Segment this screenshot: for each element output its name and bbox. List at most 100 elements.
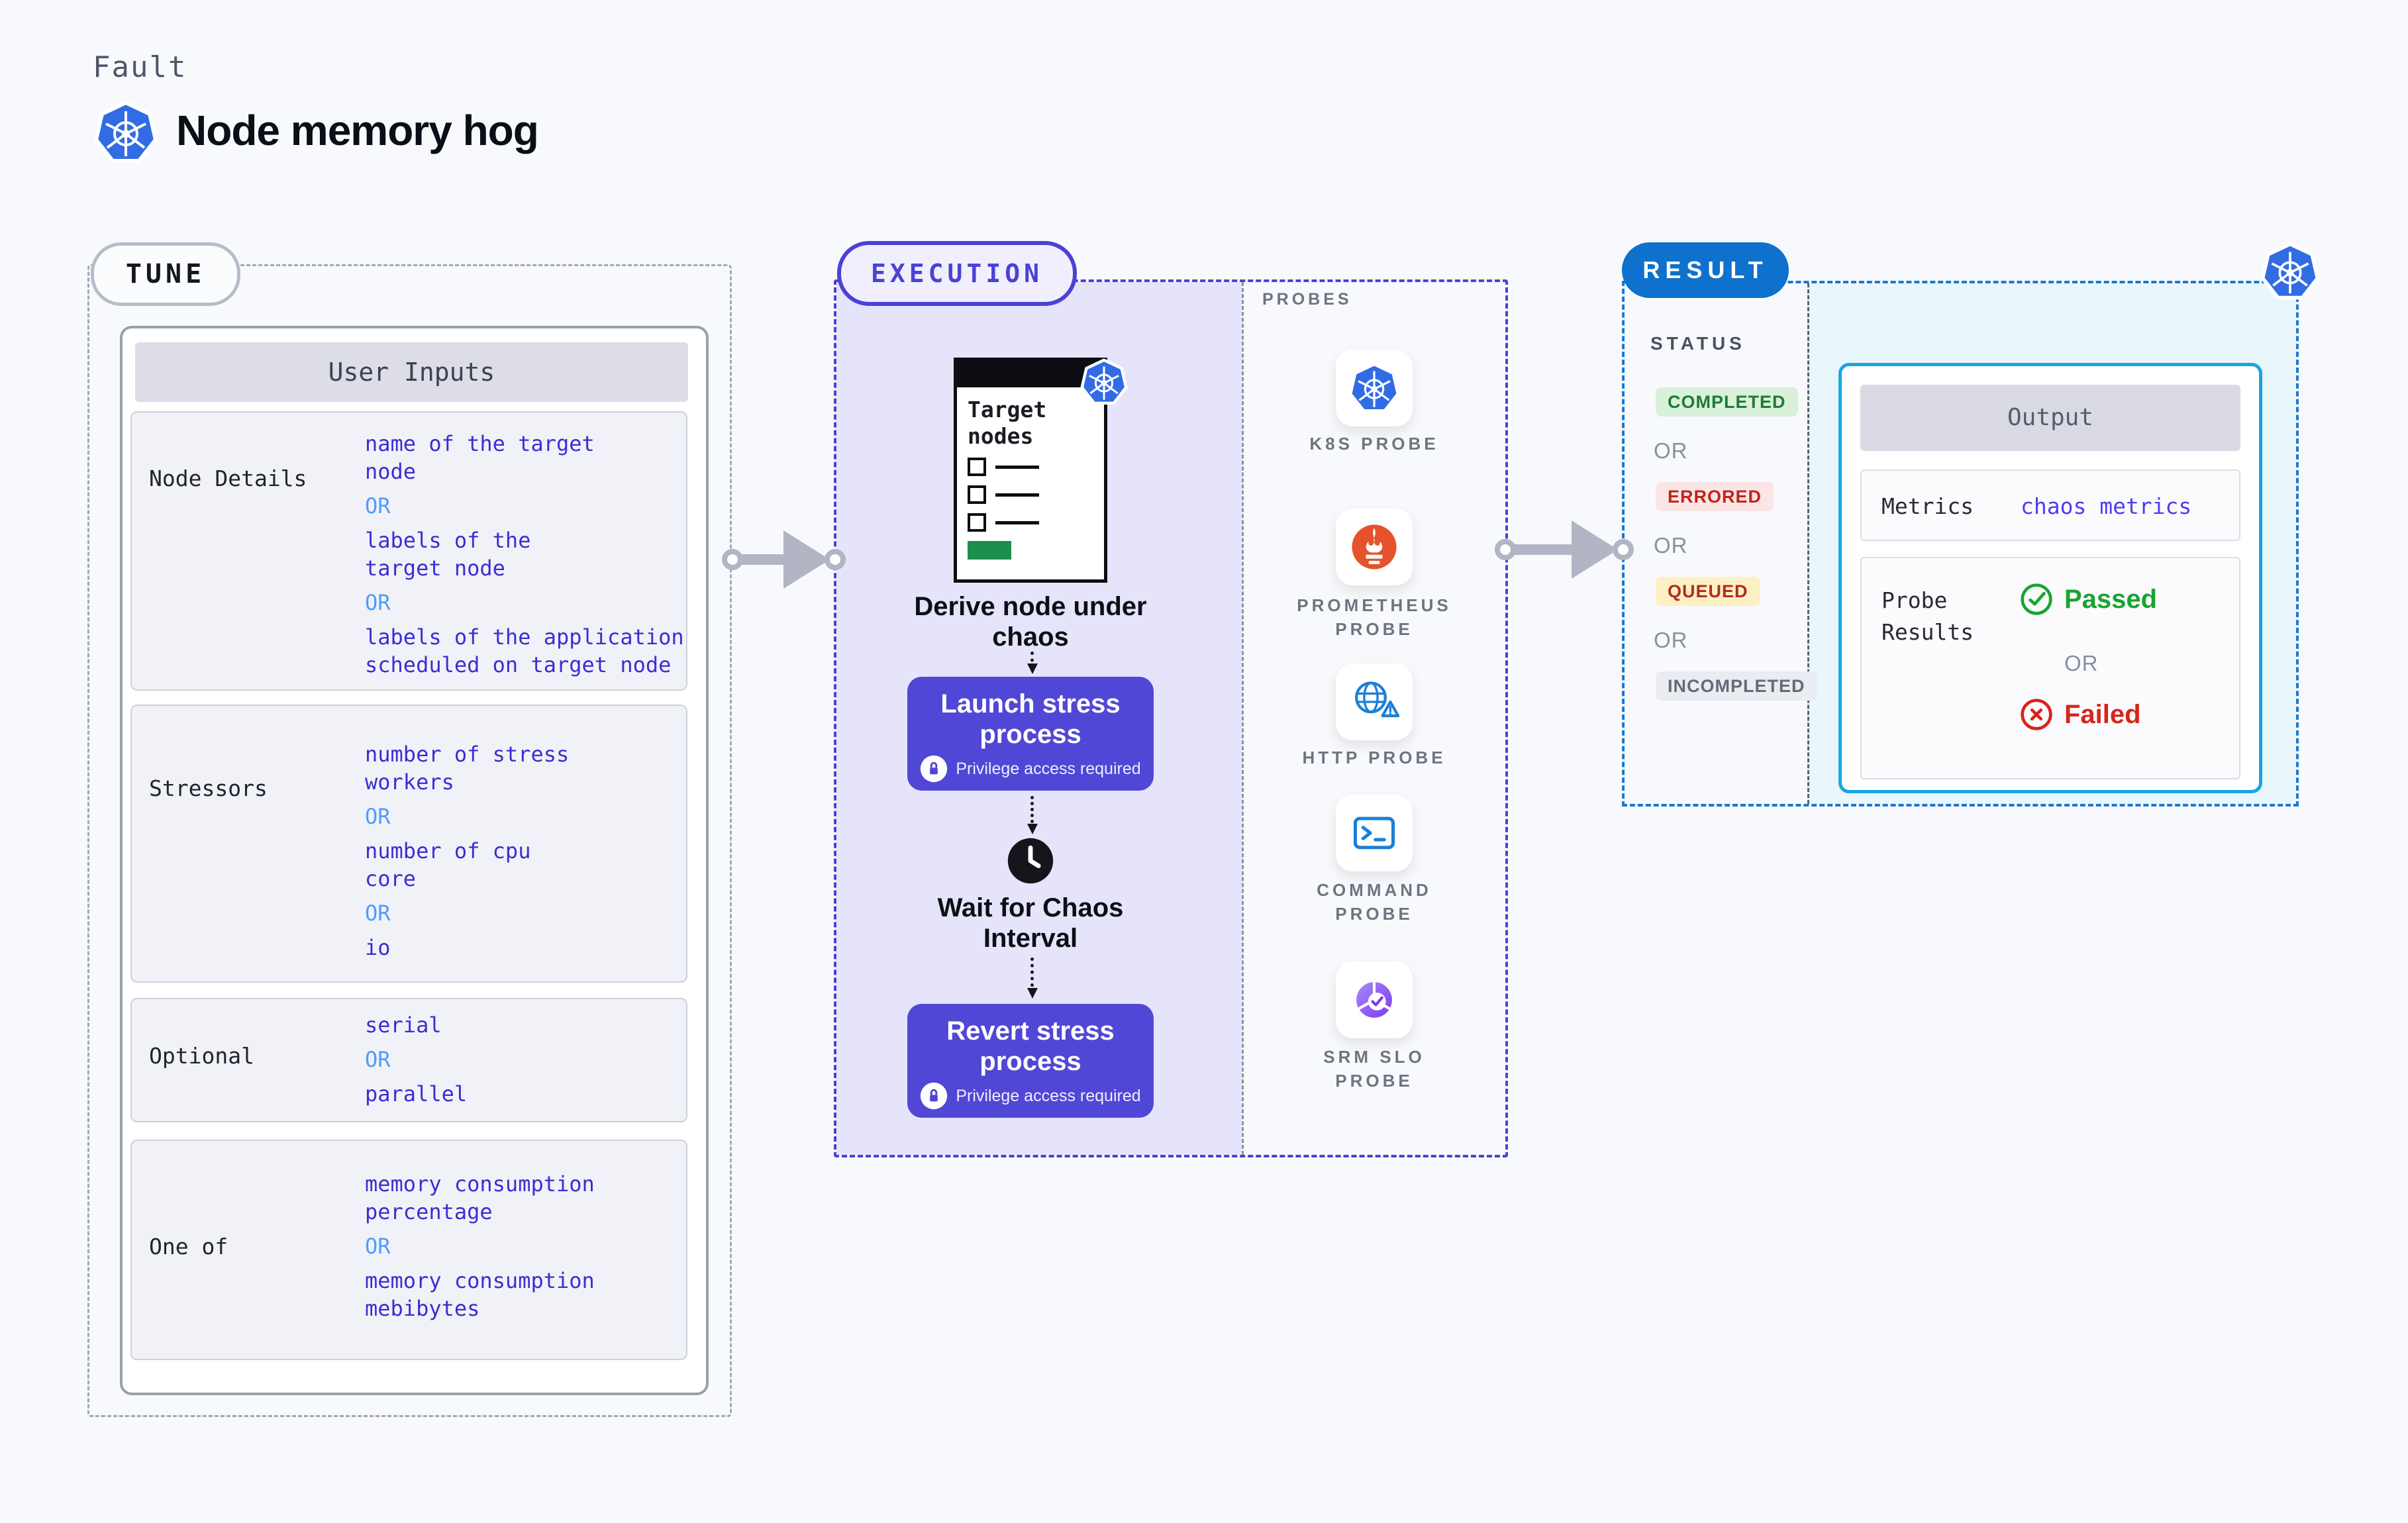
- output-card: Output Metrics chaos metrics Probe Resul…: [1838, 363, 2262, 793]
- arrowhead: [1572, 520, 1618, 579]
- checkbox-icon: [968, 513, 986, 532]
- or-separator: OR: [1654, 533, 1688, 558]
- connector-line: [740, 554, 787, 565]
- node-line: [995, 520, 1039, 524]
- row-value: parallel: [365, 1081, 468, 1106]
- probe-label: SRM SLO PROBE: [1323, 1047, 1425, 1091]
- status-badge-errored: ERRORED: [1656, 482, 1774, 511]
- result-badge: RESULT: [1622, 242, 1789, 298]
- wait-chaos-interval-label: Wait for Chaos Interval: [937, 893, 1124, 953]
- probe-label: HTTP PROBE: [1302, 748, 1446, 767]
- passed-result: Passed: [2019, 582, 2157, 616]
- row-value: labels of the application scheduled on t…: [365, 624, 684, 677]
- or-separator: OR: [365, 804, 391, 829]
- or-separator: OR: [1654, 628, 1688, 652]
- status-badge-queued: QUEUED: [1656, 577, 1760, 606]
- kubernetes-icon: [1079, 358, 1129, 407]
- probe-label: COMMAND PROBE: [1317, 880, 1432, 924]
- dotted-arrow-down: [1027, 652, 1038, 674]
- probe-card-http: [1336, 663, 1413, 740]
- tune-row-one-of: One of memory consumption percentage OR …: [130, 1140, 687, 1360]
- status-column-label: STATUS: [1650, 333, 1746, 354]
- output-header: Output: [1860, 385, 2240, 451]
- probes-panel-label: PROBES: [1262, 290, 1352, 309]
- lock-icon: [920, 755, 948, 783]
- probe-label: K8S PROBE: [1309, 434, 1439, 454]
- target-nodes-window: Target nodes: [954, 358, 1107, 583]
- arrow-tune-to-execution: [722, 530, 846, 589]
- or-separator: OR: [365, 901, 391, 926]
- row-value: number of stress workers: [365, 742, 570, 795]
- or-separator: OR: [1654, 438, 1688, 463]
- metrics-value: chaos metrics: [2021, 493, 2192, 519]
- row-value: number of cpu core: [365, 838, 531, 891]
- failed-label: Failed: [2064, 699, 2141, 729]
- node-list-item: [968, 458, 1039, 476]
- probe-card-command: [1336, 795, 1413, 871]
- target-nodes-title: Target nodes: [968, 397, 1047, 449]
- arrow-execution-to-result: [1495, 520, 1634, 579]
- or-separator: OR: [365, 1047, 391, 1072]
- connector-endpoint: [1495, 539, 1516, 560]
- button-title: Launch stress process: [940, 689, 1121, 749]
- failed-result: Failed: [2019, 697, 2141, 732]
- passed-label: Passed: [2064, 584, 2158, 614]
- row-value: memory consumption mebibytes: [365, 1268, 595, 1321]
- derive-node-label: Derive node under chaos: [914, 592, 1147, 652]
- row-label: Stressors: [149, 775, 268, 801]
- srm-slo-icon: [1346, 972, 1402, 1028]
- revert-stress-process-button[interactable]: Revert stress process Privilege access r…: [907, 986, 1172, 1118]
- row-value: name of the target node: [365, 431, 595, 484]
- dotted-arrow-down: [1027, 796, 1038, 834]
- user-inputs-header: User Inputs: [135, 342, 688, 402]
- dotted-arrow-down: [1027, 958, 1038, 999]
- metrics-row: Metrics chaos metrics: [1860, 469, 2240, 541]
- row-label: Optional: [149, 1043, 254, 1069]
- execution-badge: EXECUTION: [837, 241, 1077, 306]
- or-separator: OR: [365, 493, 391, 518]
- checkbox-icon: [968, 485, 986, 504]
- or-separator: OR: [365, 1234, 391, 1259]
- probe-card-k8s: [1336, 350, 1413, 426]
- x-circle-icon: [2019, 697, 2054, 732]
- tune-row-stressors: Stressors number of stress workers OR nu…: [130, 705, 687, 983]
- status-badge-completed: COMPLETED: [1656, 387, 1798, 417]
- or-separator: OR: [2064, 651, 2099, 675]
- check-circle-icon: [2019, 582, 2054, 616]
- window-title-bar: [957, 361, 1104, 387]
- command-terminal-icon: [1346, 805, 1402, 861]
- probe-card-prometheus: [1336, 509, 1413, 585]
- page-title: Node memory hog: [176, 107, 539, 154]
- row-label: One of: [149, 1234, 228, 1259]
- probe-card-srm-slo: [1336, 961, 1413, 1038]
- or-separator: OR: [365, 590, 391, 615]
- status-badge-incompleted: INCOMPLETED: [1656, 671, 1817, 701]
- tune-badge: TUNE: [91, 242, 240, 306]
- row-value: labels of the target node: [365, 528, 531, 581]
- row-value: memory consumption percentage: [365, 1171, 595, 1224]
- probe-results-label: Probe Results: [1881, 587, 1974, 645]
- node-line: [995, 493, 1039, 497]
- probe-label: PROMETHEUS PROBE: [1297, 595, 1452, 639]
- privilege-note: Privilege access required: [956, 759, 1141, 778]
- kubernetes-icon: [1348, 362, 1401, 415]
- fault-kicker: Fault: [93, 50, 187, 84]
- tune-row-optional: Optional serial OR parallel: [130, 998, 687, 1122]
- connector-endpoint: [722, 549, 743, 570]
- launch-stress-process-button[interactable]: Launch stress process Privilege access r…: [907, 659, 1172, 791]
- privilege-note: Privilege access required: [956, 1086, 1141, 1105]
- connector-line: [1513, 544, 1575, 555]
- clock-icon: [1005, 836, 1056, 886]
- tune-panel: [87, 264, 732, 1417]
- node-list-item: [968, 485, 1039, 504]
- http-globe-icon: [1346, 674, 1402, 730]
- prometheus-icon: [1346, 519, 1402, 575]
- button-title: Revert stress process: [946, 1016, 1115, 1076]
- lock-icon: [920, 1082, 948, 1110]
- node-list-item: [968, 513, 1039, 532]
- window-green-button: [968, 541, 1011, 560]
- row-value: serial: [365, 1012, 442, 1038]
- probes-divider: [1242, 282, 1244, 1155]
- connector-endpoint: [825, 549, 846, 570]
- row-value: io: [365, 935, 391, 960]
